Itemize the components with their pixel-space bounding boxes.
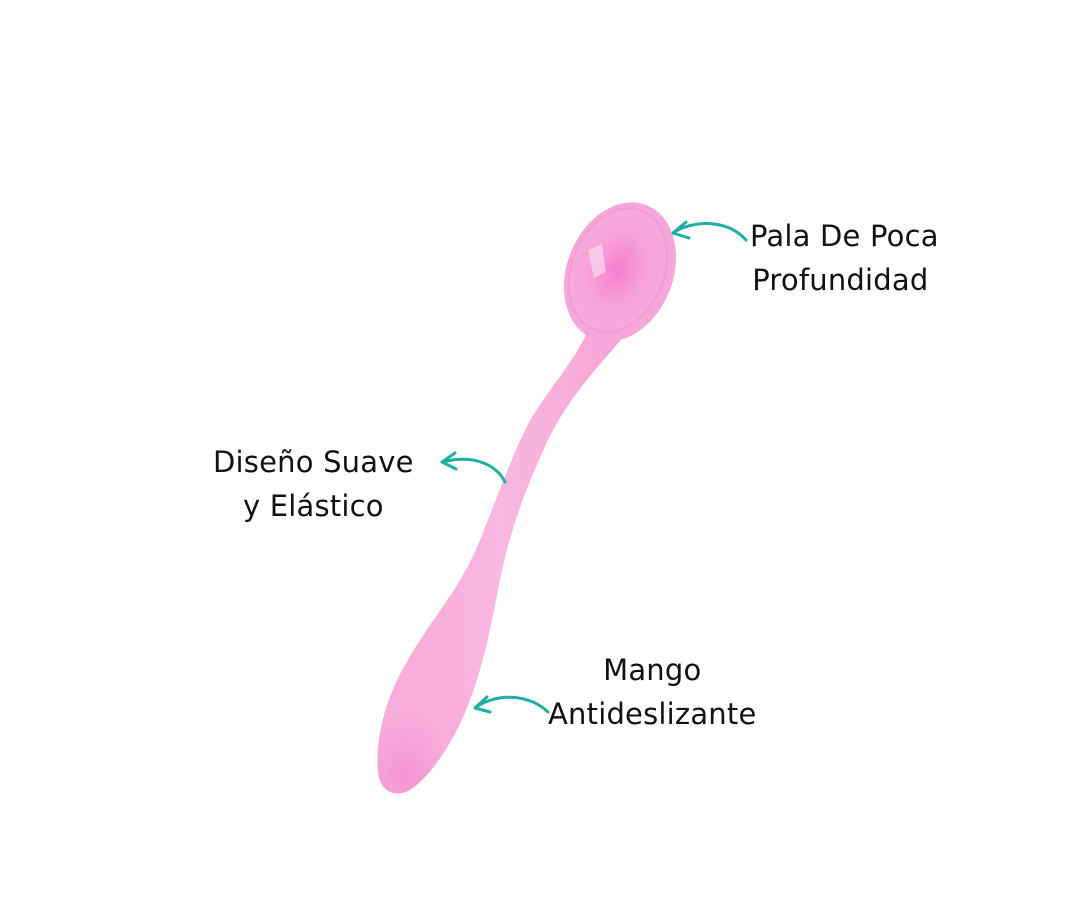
callout-neck-label: Diseño Suave y Elástico — [213, 440, 414, 528]
arrow-icon-bowl — [671, 220, 748, 242]
callout-handle-label: Mango Antideslizante — [548, 648, 757, 736]
callout-neck-line1: Diseño Suave — [213, 445, 414, 479]
callout-handle-line2: Antideslizante — [548, 697, 757, 731]
callout-handle-line1: Mango — [603, 653, 702, 687]
callout-neck-line2: y Elástico — [242, 489, 384, 523]
spoon-handle — [377, 330, 625, 794]
arrow-icon-neck — [440, 451, 507, 484]
callout-bowl-label: Pala De Poca Profundidad — [742, 214, 939, 302]
callout-bowl-line2: Profundidad — [752, 263, 929, 297]
arrow-icon-handle — [473, 695, 550, 714]
callout-bowl-line1: Pala De Poca — [750, 219, 939, 253]
spoon-bowl — [563, 202, 677, 342]
